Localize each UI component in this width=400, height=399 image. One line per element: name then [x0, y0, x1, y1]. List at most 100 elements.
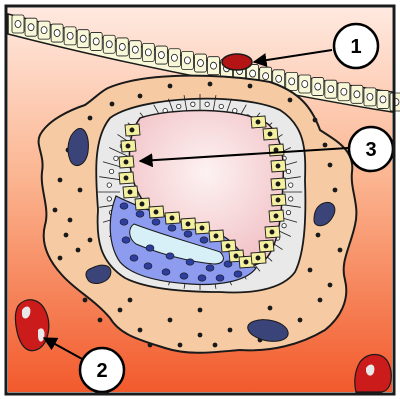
epithelial-nucleus [184, 57, 190, 64]
stroma-dot [118, 308, 123, 313]
blue-nucleus [144, 263, 152, 269]
yellow-cell-nucleus [126, 144, 130, 148]
stroma-dot [178, 343, 183, 348]
cuboidal-nucleus [205, 102, 209, 106]
stroma-dot [333, 188, 338, 193]
callout-2-label: 2 [96, 360, 107, 382]
yellow-cell-nucleus [274, 214, 278, 218]
blue-nucleus [200, 237, 208, 243]
stroma-dot [328, 163, 333, 168]
epithelial-nucleus [41, 27, 47, 34]
epithelial-nucleus [197, 60, 203, 67]
blue-nucleus [162, 269, 170, 275]
blue-nucleus [166, 253, 174, 259]
cuboidal-nucleus [286, 169, 290, 173]
stroma-dot [78, 188, 83, 193]
yellow-cell-nucleus [276, 182, 280, 186]
stroma-dot [323, 143, 328, 148]
epithelial-nucleus [93, 38, 99, 45]
stroma-dot [198, 308, 203, 313]
blue-nucleus [198, 275, 206, 281]
epithelial-nucleus [106, 41, 112, 48]
epithelial-nucleus [289, 78, 295, 85]
epithelial-nucleus [315, 83, 321, 90]
stroma-dot [313, 118, 318, 123]
cuboidal-nucleus [107, 183, 111, 187]
yellow-cell-nucleus [234, 254, 238, 258]
epithelial-nucleus [380, 96, 386, 103]
stroma-dot [213, 343, 218, 348]
callout-2: 2 [80, 348, 124, 392]
epithelial-nucleus [67, 32, 73, 39]
epithelial-nucleus [302, 80, 308, 87]
epithelial-nucleus [328, 86, 334, 93]
stroma-dot [228, 328, 233, 333]
yellow-cell-nucleus [256, 256, 260, 260]
cuboidal-nucleus [282, 223, 286, 227]
epithelial-nucleus [276, 75, 282, 82]
stroma-dot [268, 306, 273, 311]
stroma-dot [58, 256, 63, 261]
blue-nucleus [146, 245, 154, 251]
stroma-dot [76, 248, 81, 253]
yellow-cell-nucleus [186, 222, 190, 226]
stroma-dot [148, 343, 153, 348]
epithelial-nucleus [341, 88, 347, 95]
blue-nucleus [184, 231, 192, 237]
epithelial-nucleus [263, 73, 269, 80]
yellow-cell-nucleus [154, 210, 158, 214]
epithelial-nucleus [80, 35, 86, 42]
yellow-cell-nucleus [264, 244, 268, 248]
stroma-dot [318, 298, 323, 303]
cuboidal-nucleus [289, 197, 293, 201]
yellow-cell-nucleus [214, 234, 218, 238]
callout-3: 3 [349, 127, 393, 171]
stroma-dot [110, 102, 115, 107]
cuboidal-nucleus [219, 104, 223, 108]
epithelial-nucleus [171, 54, 177, 61]
yellow-cell-nucleus [276, 164, 280, 168]
blue-nucleus [122, 237, 130, 243]
yellow-cell-nucleus [256, 120, 260, 124]
yellow-cell-nucleus [140, 202, 144, 206]
yellow-cell-nucleus [274, 148, 278, 152]
epithelial-nucleus [250, 70, 256, 77]
blue-nucleus [234, 271, 242, 277]
epithelial-nucleus [367, 93, 373, 100]
stroma-dot [288, 98, 293, 103]
stroma-dot [308, 268, 313, 273]
callout-3-label: 3 [365, 139, 376, 161]
stroma-dot [83, 298, 88, 303]
blue-nucleus [180, 273, 188, 279]
stroma-dot [98, 318, 103, 323]
stroma-dot [316, 233, 321, 238]
stroma-dot [168, 84, 173, 89]
stroma-dot [88, 116, 93, 121]
stroma-dot [208, 82, 213, 87]
cuboidal-nucleus [107, 197, 111, 201]
epithelial-nucleus [28, 24, 34, 31]
yellow-cell-nucleus [200, 226, 204, 230]
callout-1: 1 [334, 24, 378, 68]
stroma-dot [328, 283, 333, 288]
blue-nucleus [206, 265, 214, 271]
blue-nucleus [120, 219, 128, 225]
blue-nucleus [136, 211, 144, 217]
yellow-cell-nucleus [124, 160, 128, 164]
stroma-dot [248, 84, 253, 89]
epithelial-nucleus [354, 91, 360, 98]
cuboidal-nucleus [177, 104, 181, 108]
blood-vessel-1 [222, 54, 252, 70]
epithelial-nucleus [211, 62, 217, 69]
yellow-cell-nucleus [276, 198, 280, 202]
cuboidal-nucleus [286, 210, 290, 214]
stroma-dot [64, 233, 69, 238]
yellow-cell-nucleus [226, 244, 230, 248]
yellow-cell-nucleus [124, 176, 128, 180]
blue-nucleus [120, 203, 128, 209]
blue-nucleus [186, 259, 194, 265]
blue-nucleus [216, 275, 224, 281]
callout-1-label: 1 [350, 36, 361, 58]
stroma-dot [88, 238, 93, 243]
yellow-cell-nucleus [128, 190, 132, 194]
